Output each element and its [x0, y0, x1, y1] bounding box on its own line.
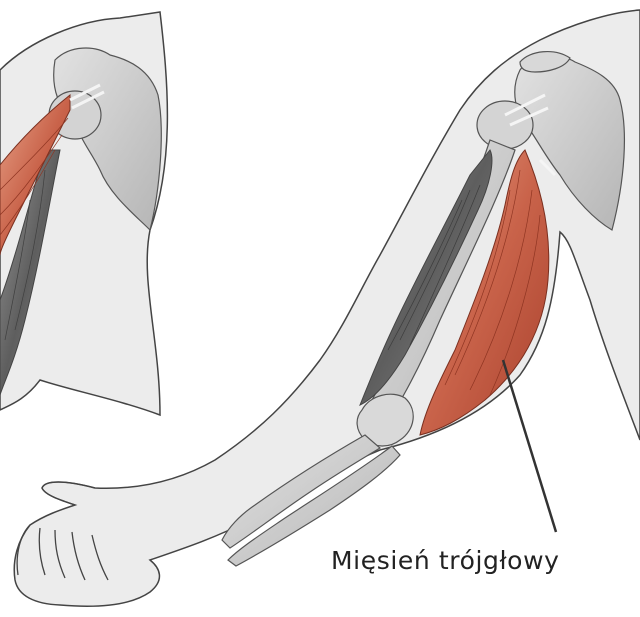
label-pointer-line: [503, 360, 556, 532]
left-arm: [0, 12, 167, 415]
right-humerus-head: [477, 101, 533, 149]
triceps-label: Mięsień trójgłowy: [331, 546, 560, 575]
